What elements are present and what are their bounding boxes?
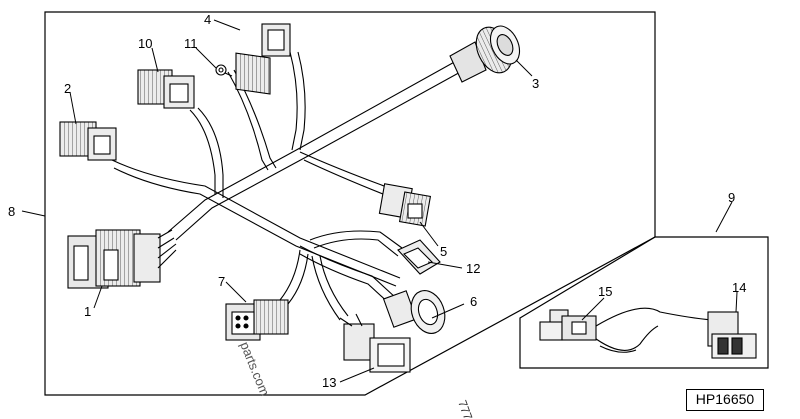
connector-13: [339, 313, 411, 373]
main-harness-frame: [44, 11, 656, 396]
connector-5: [378, 183, 432, 227]
connector-6: [382, 290, 446, 334]
callout-12: 12: [466, 261, 480, 276]
callout-5: 5: [440, 244, 447, 259]
ring-terminal-11: [215, 64, 233, 77]
callout-15: 15: [598, 284, 612, 299]
connector-14: [707, 311, 757, 359]
connector-4: [235, 23, 291, 95]
callout-1: 1: [84, 304, 91, 319]
connector-12: [397, 239, 441, 275]
connector-15: [539, 309, 597, 341]
edge-text-fragment: 777: [455, 398, 475, 419]
watermark: parts.com: [237, 340, 272, 399]
callout-4: 4: [204, 12, 211, 27]
callout-11: 11: [184, 36, 198, 51]
connector-1: [67, 229, 177, 289]
figure-id-label: HP16650: [686, 389, 764, 411]
connector-3-round: [449, 25, 521, 83]
connector-2: [59, 121, 117, 161]
callout-8: 8: [8, 204, 15, 219]
callout-9: 9: [728, 190, 735, 205]
callout-7: 7: [218, 274, 225, 289]
connector-10: [137, 69, 195, 109]
sub-harness-wires: [591, 307, 713, 353]
leader-lines: [21, 19, 738, 383]
callout-14: 14: [732, 280, 746, 295]
sub-harness-frame: [519, 236, 769, 369]
callout-13: 13: [322, 375, 336, 390]
callout-2: 2: [64, 81, 71, 96]
connector-7: [225, 299, 289, 341]
callout-10: 10: [138, 36, 152, 51]
callout-3: 3: [532, 76, 539, 91]
callout-6: 6: [470, 294, 477, 309]
